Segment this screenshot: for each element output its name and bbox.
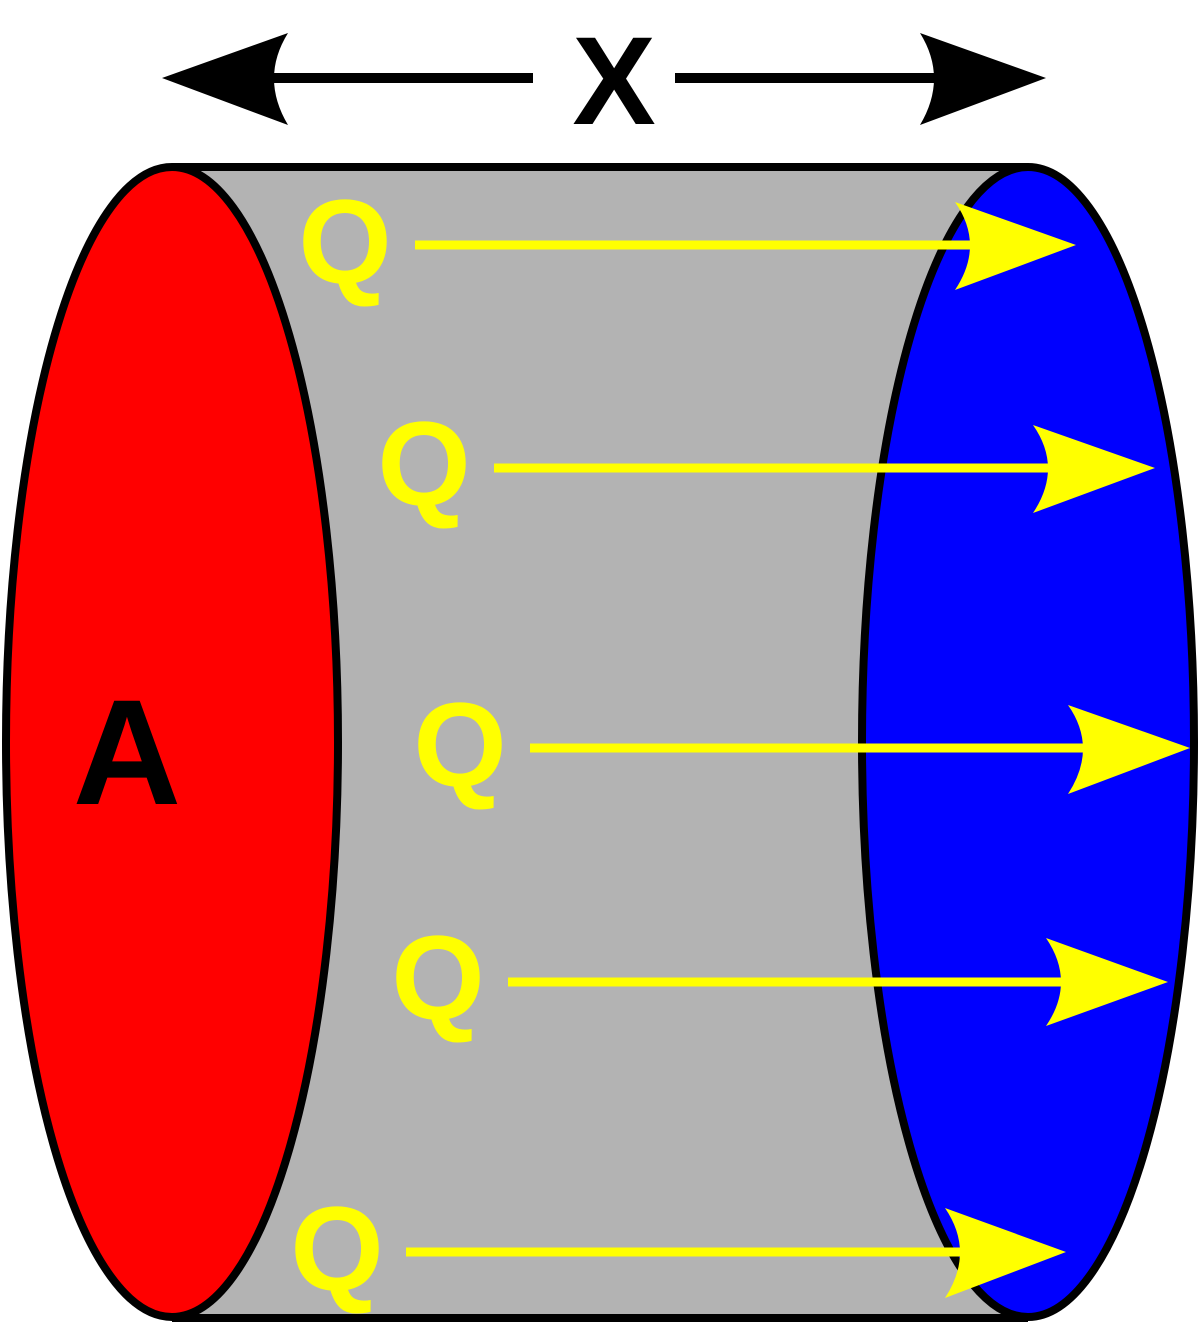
hot-face [2, 163, 342, 1321]
arrowhead-right-icon [945, 1208, 1066, 1298]
heat-flow-4: Q [391, 911, 1168, 1045]
heat-flow-5: Q [290, 1182, 1066, 1316]
heat-flow-1: Q [298, 175, 1076, 309]
length-label: X [572, 12, 655, 151]
length-dimension: X [162, 12, 1046, 151]
cylinder-body [172, 167, 1028, 1318]
arrowhead-right-icon [1033, 425, 1155, 513]
flow-label: Q [298, 175, 391, 309]
arrowhead-left-icon [162, 33, 288, 125]
area-label: A [73, 668, 181, 836]
flow-label: Q [377, 397, 470, 531]
flow-label: Q [391, 911, 484, 1045]
flow-label: Q [290, 1182, 383, 1316]
arrowhead-right-icon [1068, 705, 1190, 794]
arrowhead-right-icon [1046, 938, 1168, 1026]
flow-label: Q [413, 678, 506, 812]
arrowhead-right-icon [955, 202, 1076, 290]
arrowhead-right-icon [920, 33, 1046, 125]
heat-flow-3: Q [413, 678, 1190, 812]
heat-flow-2: Q [377, 397, 1155, 531]
